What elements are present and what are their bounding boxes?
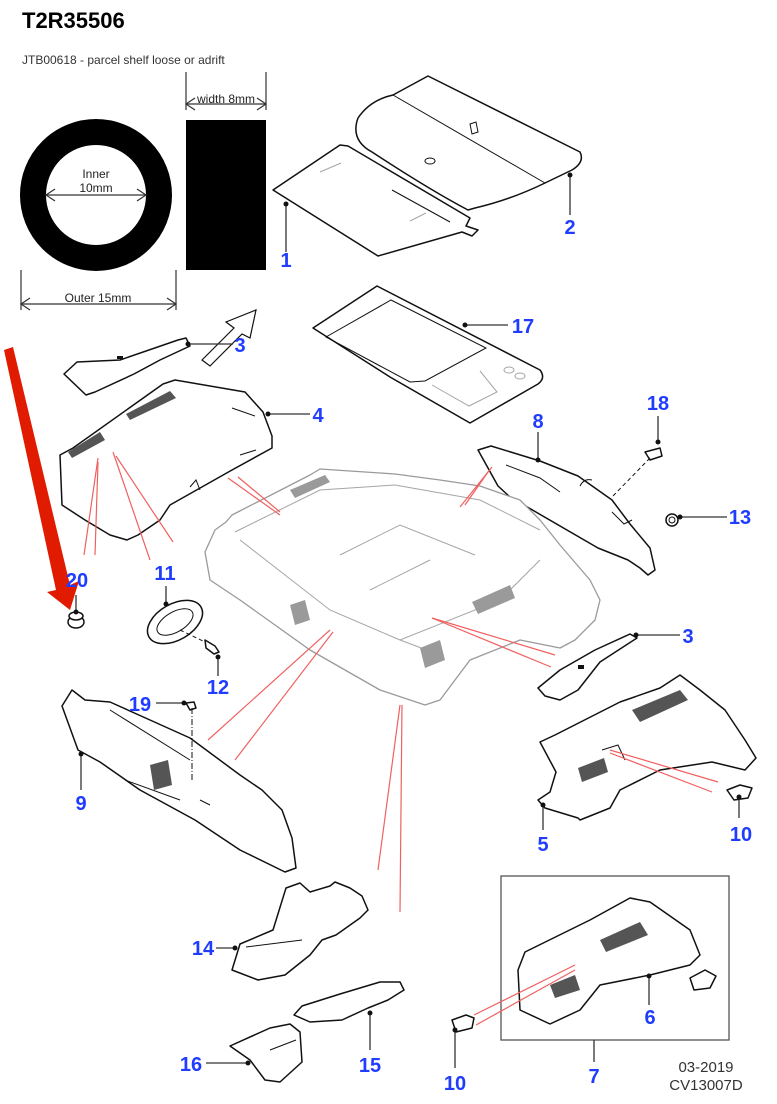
part-9-sill-trim[interactable]: [61, 689, 297, 873]
footer-date: 03-2019: [678, 1059, 733, 1076]
callout-15[interactable]: 15: [359, 1055, 381, 1077]
diagram-title: T2R35506: [22, 8, 125, 33]
callout-19[interactable]: 19: [129, 694, 151, 716]
part-16-trim-cover[interactable]: [229, 1023, 303, 1083]
callout-17[interactable]: 17: [512, 316, 534, 338]
callout-11[interactable]: 11: [154, 563, 175, 585]
callout-7[interactable]: 7: [588, 1066, 599, 1088]
callout-2[interactable]: 2: [564, 217, 575, 239]
part-17-load-floor[interactable]: [312, 285, 544, 424]
callout-3-left[interactable]: 3: [234, 335, 245, 357]
spacer-dimension-inset: Inner 10mm Outer 15mm width 8mm: [19, 72, 268, 311]
part-7-assembly-inset[interactable]: [500, 875, 730, 1041]
callout-labels: 1 2 3 4 17 8 18 13 3 20 11 12 19 9 5 10 …: [66, 217, 752, 1095]
highlight-arrow-icon: [4, 347, 79, 610]
callout-10-left[interactable]: 10: [444, 1073, 466, 1095]
inner-label-line1: Inner: [82, 167, 109, 181]
part-5-quarter-trim-right[interactable]: [537, 674, 757, 821]
part-1-parcel-shelf-front[interactable]: [272, 144, 479, 257]
callout-12[interactable]: 12: [207, 677, 229, 699]
callout-8[interactable]: 8: [532, 411, 543, 433]
part-4-quarter-trim-left[interactable]: [59, 379, 273, 541]
callout-18[interactable]: 18: [647, 393, 669, 415]
part-12-screw[interactable]: [179, 629, 220, 655]
direction-arrow-icon: [201, 309, 257, 367]
inset-frame: [500, 875, 730, 1041]
fixing-indicator-lines: [83, 451, 719, 1026]
callout-14[interactable]: 14: [192, 938, 215, 960]
part-8-rear-trim-panel[interactable]: [477, 445, 656, 576]
part-15-trim-bracket[interactable]: [293, 981, 405, 1023]
callout-4[interactable]: 4: [312, 405, 324, 427]
spacer-ring-side-view: [186, 120, 266, 270]
part-18-screw[interactable]: [611, 447, 663, 498]
part-2-parcel-shelf-rear[interactable]: [355, 75, 583, 211]
callout-1[interactable]: 1: [280, 250, 291, 272]
part-11-tie-loop[interactable]: [140, 591, 210, 652]
callout-20[interactable]: 20: [66, 570, 88, 592]
part-20-spacer-ring[interactable]: [67, 611, 85, 629]
spacer-ring-front-view: [20, 119, 172, 271]
callout-leaders: [73, 172, 742, 1068]
callout-3-right[interactable]: 3: [682, 626, 693, 648]
callout-5[interactable]: 5: [537, 834, 548, 856]
part-10-hook-right[interactable]: [726, 784, 753, 801]
callout-13[interactable]: 13: [729, 507, 751, 529]
part-14-trim-bracket[interactable]: [231, 881, 369, 981]
inner-label-line2: 10mm: [79, 181, 112, 195]
callout-9[interactable]: 9: [75, 793, 86, 815]
footer-code: CV13007D: [669, 1077, 743, 1094]
diagram-subtitle: JTB00618 - parcel shelf loose or adrift: [22, 53, 225, 67]
callout-6[interactable]: 6: [644, 1007, 655, 1029]
part-13-clip[interactable]: [665, 513, 679, 527]
outer-label: Outer 15mm: [65, 291, 132, 305]
part-3-trim-strip-right[interactable]: [537, 633, 638, 701]
callout-16[interactable]: 16: [180, 1054, 202, 1076]
callout-10-right[interactable]: 10: [730, 824, 752, 846]
width-label: width 8mm: [196, 92, 255, 106]
part-19-pin[interactable]: [185, 701, 197, 780]
part-3-trim-strip-left[interactable]: [63, 337, 191, 396]
